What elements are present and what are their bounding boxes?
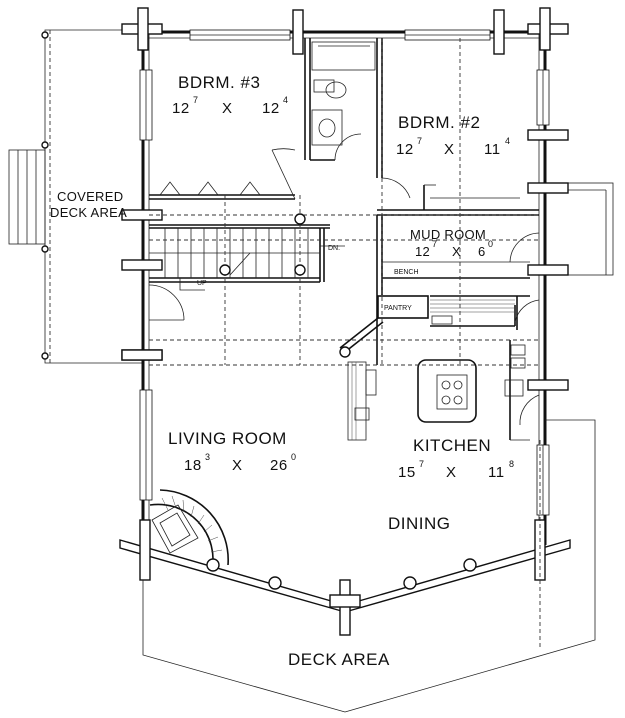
bathroom: [311, 41, 376, 161]
labels: BDRM. #3 12 7 X 12 4 BDRM. #2 12 7 X 11 …: [50, 73, 514, 669]
front-deck: [142, 419, 596, 713]
bedroom2-dim-height: 11: [484, 141, 501, 158]
kitchen-dim-height-sup: 8: [509, 459, 514, 469]
bedroom3-dim-width: 12: [172, 100, 190, 117]
kitchen-label: KITCHEN: [413, 436, 491, 455]
side-doors: [514, 299, 540, 426]
kitchen-dim-height: 11: [488, 464, 505, 481]
covered-deck-label-line1: COVERED: [57, 189, 123, 204]
bedroom3-dim-height-sup: 4: [283, 95, 288, 105]
exterior-walls: [139, 29, 550, 545]
kitchen-dim-width-sup: 7: [419, 459, 424, 469]
covered-deck: [8, 29, 143, 364]
staircase: [149, 228, 345, 291]
mud-room-dim-height-sup: 0: [488, 239, 493, 249]
mud-room-dim-width-sup: 7: [432, 239, 437, 249]
bedroom2-label: BDRM. #2: [398, 113, 480, 132]
stair-up-label: UP: [197, 280, 207, 287]
bedroom3-dim-height: 12: [262, 100, 280, 117]
kitchen-fixtures: [339, 295, 530, 441]
side-landing: [545, 182, 614, 276]
kitchen-dim-width: 15: [398, 464, 416, 481]
pantry-label: PANTRY: [384, 305, 412, 312]
bedroom2-dim-x: X: [444, 141, 455, 158]
mud-room-dim-width: 12: [415, 244, 430, 259]
mud-room-dim-height: 6: [478, 244, 486, 259]
stair-down-label: DN.: [328, 245, 340, 252]
bedroom2-dim-height-sup: 4: [505, 136, 510, 146]
bedroom3-dim-x: X: [222, 100, 233, 117]
bedroom2-dim-width: 12: [396, 141, 414, 158]
bench-label: BENCH: [394, 269, 419, 276]
living-room-dim-width-sup: 3: [205, 452, 210, 462]
bedroom3-dim-width-sup: 7: [193, 95, 198, 105]
covered-deck-label-line2: DECK AREA: [50, 205, 127, 220]
living-room-dim-width: 18: [184, 457, 202, 474]
living-room-dim-x: X: [232, 457, 243, 474]
dining-label: DINING: [388, 514, 451, 533]
beam-lines: [149, 38, 539, 366]
living-room-dim-height-sup: 0: [291, 452, 296, 462]
living-room-label: LIVING ROOM: [168, 429, 287, 448]
kitchen-dim-x: X: [446, 464, 457, 481]
fireplace: [149, 489, 229, 571]
mud-room-label: MUD ROOM: [410, 227, 486, 242]
living-room-dim-height: 26: [270, 457, 288, 474]
front-wall: [119, 519, 571, 636]
mud-room-dim-x: X: [452, 244, 461, 259]
deck-area-label: DECK AREA: [288, 650, 390, 669]
bedroom3-label: BDRM. #3: [178, 73, 260, 92]
bedroom2-dim-width-sup: 7: [417, 136, 422, 146]
interior-posts: [121, 349, 163, 361]
log-ends: [121, 7, 569, 391]
